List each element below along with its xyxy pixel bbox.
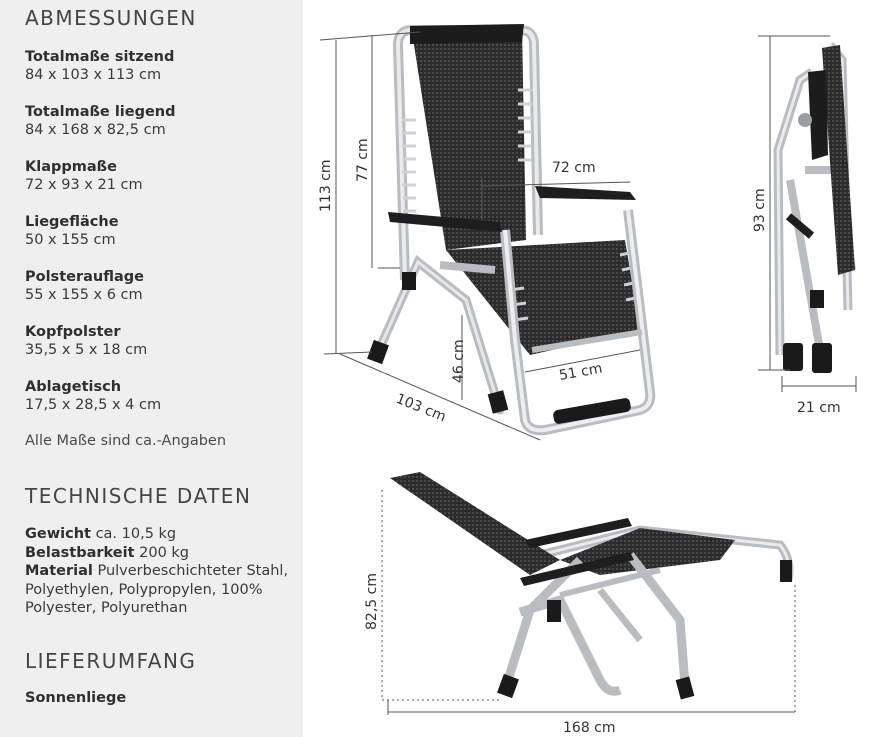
technical-specs: Gewicht ca. 10,5 kg Belastbarkeit 200 kg…: [25, 525, 290, 618]
spec-item: Kopfpolster 35,5 x 5 x 18 cm: [25, 323, 147, 359]
spec-value: 17,5 x 28,5 x 4 cm: [25, 397, 162, 413]
seated-height-label: 113 cm: [318, 159, 334, 212]
spec-sidebar: [0, 0, 303, 737]
spec-value: 50 x 155 cm: [25, 232, 116, 248]
reclined-height-label: 82,5 cm: [364, 573, 380, 630]
spec-label: Liegefläche: [25, 214, 119, 230]
seat-width-label: 51 cm: [558, 361, 604, 384]
spec-item: Liegefläche 50 x 155 cm: [25, 213, 119, 249]
dimensions-heading: ABMESSUNGEN: [25, 6, 197, 30]
seated-depth-label: 103 cm: [394, 391, 449, 426]
load-value: 200 kg: [139, 544, 190, 561]
folded-height-label: 93 cm: [752, 188, 768, 232]
folded-chair-illustration: [773, 42, 856, 373]
delivery-item: Sonnenliege: [25, 690, 127, 706]
spec-value: 55 x 155 x 6 cm: [25, 287, 143, 303]
spec-item: Totalmaße liegend 84 x 168 x 82,5 cm: [25, 103, 176, 139]
spec-value: 84 x 168 x 82,5 cm: [25, 122, 166, 138]
seated-width-label: 72 cm: [552, 160, 596, 176]
reclined-length-label: 168 cm: [563, 720, 616, 736]
spec-label: Kopfpolster: [25, 324, 121, 340]
material-value: Pulverbeschichteter Stahl, Polyethylen, …: [25, 563, 289, 616]
spec-label: Totalmaße liegend: [25, 104, 176, 120]
spec-label: Polsterauflage: [25, 269, 144, 285]
weight-value: ca. 10,5 kg: [95, 526, 177, 542]
spec-label: Klappmaße: [25, 159, 117, 175]
seated-chair-illustration: [367, 24, 656, 436]
backrest-height-label: 77 cm: [355, 138, 371, 182]
spec-value: 84 x 103 x 113 cm: [25, 67, 162, 83]
spec-value: 72 x 93 x 21 cm: [25, 177, 143, 193]
spec-label: Ablagetisch: [25, 379, 122, 395]
dimensions-note: Alle Maße sind ca.-Angaben: [25, 433, 227, 449]
spec-item: Klappmaße 72 x 93 x 21 cm: [25, 158, 143, 194]
seat-height-label: 46 cm: [451, 339, 467, 383]
folded-depth-label: 21 cm: [797, 400, 841, 416]
material-label: Material: [25, 563, 93, 579]
load-label: Belastbarkeit: [25, 544, 135, 561]
reclined-chair-illustration: [390, 472, 794, 700]
delivery-heading: LIEFERUMFANG: [25, 649, 197, 673]
spec-label: Totalmaße sitzend: [25, 49, 175, 65]
spec-item: Totalmaße sitzend 84 x 103 x 113 cm: [25, 48, 174, 84]
spec-item: Ablagetisch 17,5 x 28,5 x 4 cm: [25, 378, 161, 414]
spec-item: Polsterauflage 55 x 155 x 6 cm: [25, 268, 144, 304]
weight-label: Gewicht: [25, 526, 91, 542]
spec-value: 35,5 x 5 x 18 cm: [25, 342, 148, 358]
technical-heading: TECHNISCHE DATEN: [25, 484, 252, 508]
